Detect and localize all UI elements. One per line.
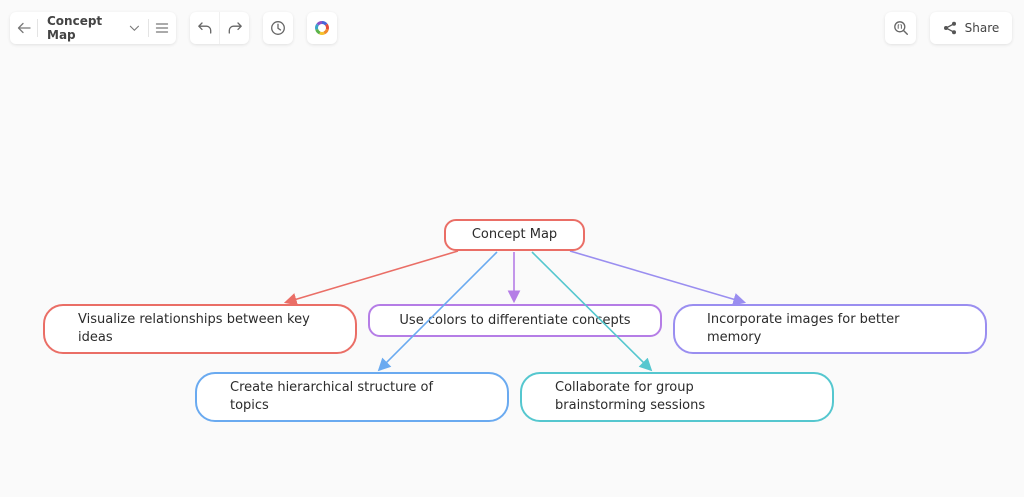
divider — [148, 19, 149, 37]
arrow-left-icon — [17, 22, 31, 34]
document-toolbar: Concept Map — [10, 12, 176, 44]
share-label: Share — [964, 21, 1000, 35]
back-button[interactable] — [10, 12, 37, 44]
undo-icon — [197, 22, 211, 34]
document-title: Concept Map — [47, 14, 103, 42]
child-node-hierarchy[interactable]: Create hierarchical structure of topics — [195, 372, 509, 422]
root-node-label: Concept Map — [471, 227, 558, 242]
zoom-fit-button[interactable] — [885, 12, 916, 44]
zoom-fit-icon — [893, 21, 908, 35]
theme-button[interactable] — [307, 12, 337, 44]
connector-red — [283, 250, 459, 306]
clock-icon — [271, 21, 285, 35]
version-history-button[interactable] — [263, 12, 293, 44]
history-toolbar — [190, 12, 249, 44]
redo-icon — [228, 22, 242, 34]
menu-button[interactable] — [149, 12, 176, 44]
redo-button[interactable] — [220, 12, 249, 44]
share-icon — [943, 21, 956, 35]
divider — [37, 19, 38, 37]
root-node[interactable]: Concept Map — [444, 219, 585, 251]
child-node-label: Incorporate images for better memory — [707, 312, 900, 345]
child-node-label: Collaborate for group brainstorming sess… — [555, 380, 706, 413]
child-node-colors[interactable]: Use colors to differentiate concepts — [368, 304, 662, 337]
undo-button[interactable] — [190, 12, 219, 44]
theme-group — [307, 12, 337, 44]
child-node-visualize[interactable]: Visualize relationships between key idea… — [43, 304, 357, 354]
share-button[interactable]: Share — [930, 12, 1012, 44]
hamburger-menu-icon — [156, 23, 169, 33]
zoom-group — [885, 12, 916, 44]
child-node-label: Visualize relationships between key idea… — [78, 312, 310, 345]
divider — [219, 12, 220, 44]
document-title-dropdown[interactable]: Concept Map — [38, 12, 148, 44]
child-node-label: Use colors to differentiate concepts — [399, 312, 631, 328]
child-node-images[interactable]: Incorporate images for better memory — [673, 304, 987, 354]
version-history-group — [263, 12, 293, 44]
connector-lavender — [569, 250, 747, 306]
share-group: Share — [930, 12, 1012, 44]
child-node-label: Create hierarchical structure of topics — [230, 380, 434, 413]
color-wheel-icon — [315, 21, 329, 35]
child-node-collaborate[interactable]: Collaborate for group brainstorming sess… — [520, 372, 834, 422]
chevron-down-icon — [130, 25, 140, 32]
